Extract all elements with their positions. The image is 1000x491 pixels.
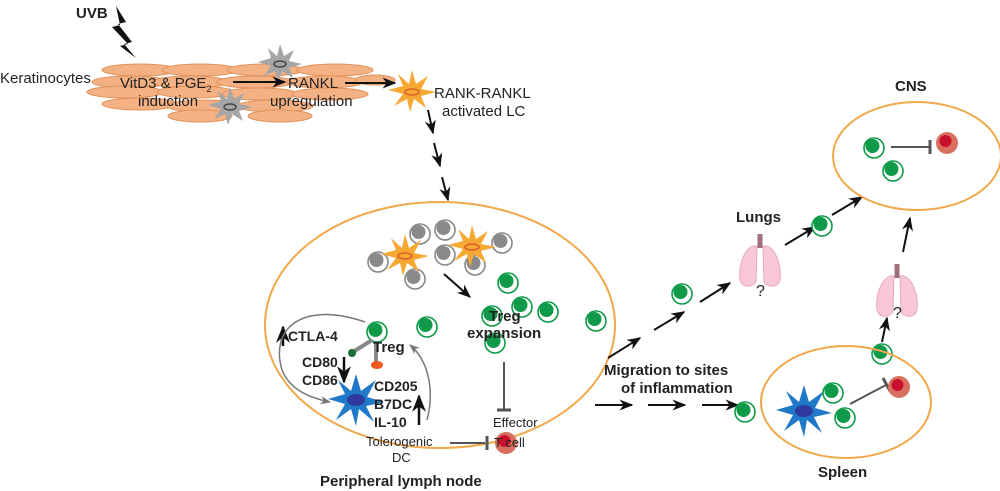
arrow-lungs-to-treg: [784, 226, 817, 246]
induction-label: induction: [138, 93, 198, 110]
lungs-question: ?: [756, 283, 765, 300]
effector-t-cell: [888, 376, 910, 398]
lungs-label: Lungs: [736, 209, 781, 226]
treg-cell: [834, 407, 856, 429]
treg-cell: [416, 316, 438, 338]
treg-cell: [537, 301, 559, 323]
cns-outline: [832, 101, 1000, 211]
arrow-to-cns: [831, 196, 864, 216]
arrow-lc-to-lymph-node: [424, 109, 451, 202]
b7dc-label: B7DC: [374, 396, 412, 412]
ctla4-receptor: [351, 338, 374, 354]
tolerogenic-label-line1: Tolerogenic: [366, 434, 433, 449]
uvb-lightning-icon: [112, 6, 136, 58]
keratinocytes-label: Keratinocytes: [0, 70, 91, 87]
treg-expansion-label-line1: Treg: [489, 308, 521, 325]
uvb-label: UVB: [76, 5, 108, 22]
lymph-node-outline: [264, 201, 616, 449]
treg-cell: [863, 137, 885, 159]
naive-t-cell: [491, 232, 513, 254]
effector-t-cell: [936, 132, 958, 154]
spleen-outline: [760, 345, 932, 459]
cns-label: CNS: [895, 78, 927, 95]
activated-langerhans-cell: [387, 69, 437, 113]
treg-cell: [882, 160, 904, 182]
cd205-label: CD205: [374, 378, 418, 394]
treg-cell: [822, 382, 844, 404]
arrow-lungs-to-cns: [901, 216, 913, 253]
treg-cell: [497, 272, 519, 294]
naive-t-cell: [434, 219, 456, 241]
cd205-ligand: [371, 361, 383, 369]
tolerogenic-label-line2: DC: [392, 450, 411, 465]
vitd3-label: VitD3 & PGE2: [120, 75, 211, 94]
cd80-ligand: [348, 349, 356, 357]
migration-label-line1: Migration to sites: [604, 362, 728, 379]
effector-label-line2: T cell: [494, 435, 525, 450]
feedback-arrow-dc-to-treg: [409, 344, 432, 421]
treg-cell: [585, 310, 607, 332]
lc-label-line2: activated LC: [442, 103, 526, 120]
inhibition-line-spleen: [849, 384, 887, 405]
feedback-arrow-treg-to-dc: [278, 313, 366, 405]
arrow-to-treg-expansion: [443, 273, 472, 298]
naive-t-cell: [434, 244, 456, 266]
ctla4-label: CTLA-4: [288, 328, 338, 344]
migrating-treg: [811, 215, 833, 237]
rankl-label: RANKL: [288, 75, 338, 92]
arrow-spleen-to-lungs: [878, 316, 890, 343]
upregulation-label: upregulation: [270, 93, 353, 110]
lc-label-line1: RANK-RANKL: [434, 85, 531, 102]
keratinocyte-layer: [86, 63, 396, 123]
naive-t-cell: [404, 268, 426, 290]
migrating-treg: [671, 283, 693, 305]
migrating-treg: [734, 401, 756, 423]
treg-label: Treg: [373, 339, 405, 356]
il10-label: IL-10: [374, 414, 407, 430]
treg-expansion-label-line2: expansion: [467, 325, 541, 342]
lymph-node-label: Peripheral lymph node: [320, 473, 482, 490]
cd86-label: CD86: [302, 372, 338, 388]
cd80-label: CD80: [302, 354, 338, 370]
arrow-to-lungs: [607, 282, 732, 359]
spleen-label: Spleen: [818, 464, 867, 481]
effector-label-line1: Effector: [493, 415, 538, 430]
migration-label-line2: of inflammation: [621, 380, 733, 397]
lungs-question: ?: [893, 305, 902, 322]
lungs-icon: [739, 233, 781, 287]
